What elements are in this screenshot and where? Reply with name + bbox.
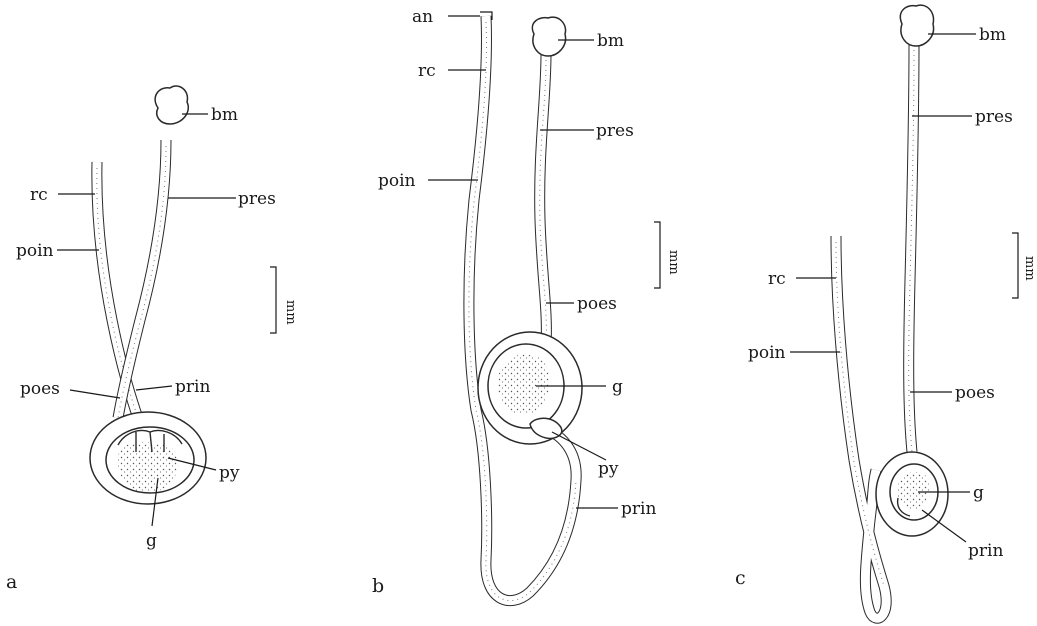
panel-a-label-rc: rc bbox=[30, 185, 48, 205]
panel-b-intestine-tube bbox=[469, 16, 576, 601]
panel-b-py-leader bbox=[552, 432, 606, 460]
panel-a-label-g: g bbox=[146, 531, 157, 551]
panel-c-label-prin: prin bbox=[968, 541, 1003, 561]
panel-b-letter: b bbox=[372, 575, 384, 597]
panel-b-label-rc: rc bbox=[418, 61, 436, 81]
panel-a-label-poin: poin bbox=[16, 241, 54, 261]
panel-b-label-bm: bm bbox=[597, 31, 624, 51]
panel-c-scale-bar bbox=[1012, 233, 1018, 298]
panel-a-label-py: py bbox=[219, 463, 240, 483]
panel-b-scale-bar bbox=[654, 222, 660, 288]
panel-a: bm rc pres poin mm poes prin py g a bbox=[6, 86, 298, 593]
panel-a-scale-bar bbox=[270, 267, 276, 333]
panel-a-label-bm: bm bbox=[211, 105, 238, 125]
panel-a-esophagus-tube bbox=[118, 140, 166, 418]
panel-c-label-pres: pres bbox=[975, 107, 1013, 127]
panel-b-esophagus-tube bbox=[540, 54, 547, 345]
panel-c-scale-label: mm bbox=[1022, 256, 1037, 281]
panel-c-buccal-mass bbox=[900, 5, 933, 46]
panel-c-letter: c bbox=[735, 567, 746, 589]
panel-b-gizzard bbox=[478, 332, 582, 444]
panel-b-buccal-mass bbox=[532, 17, 565, 56]
panel-b-label-prin: prin bbox=[621, 499, 656, 519]
panel-b-scale-label: mm bbox=[666, 250, 681, 275]
panel-a-letter: a bbox=[6, 571, 17, 593]
panel-a-label-poes: poes bbox=[20, 379, 60, 399]
panel-b-label-poin: poin bbox=[378, 171, 416, 191]
panel-a-buccal-mass bbox=[155, 86, 188, 124]
panel-c-label-rc: rc bbox=[768, 269, 786, 289]
panel-a-scale-label: mm bbox=[283, 300, 298, 325]
panel-c-intestine-tube bbox=[836, 236, 886, 618]
panel-a-prin-leader bbox=[136, 386, 172, 390]
panel-c-label-g: g bbox=[973, 483, 984, 503]
panel-b-label-py: py bbox=[598, 459, 619, 479]
panel-b-label-poes: poes bbox=[577, 294, 617, 314]
panel-c-label-bm: bm bbox=[979, 25, 1006, 45]
panel-c-gizzard bbox=[876, 452, 948, 536]
panel-a-label-prin: prin bbox=[175, 377, 210, 397]
panel-c: bm pres mm rc poin poes g prin c bbox=[735, 5, 1037, 618]
panel-b-label-g: g bbox=[612, 377, 623, 397]
panel-a-intestine-tube bbox=[97, 162, 138, 418]
panel-c-label-poin: poin bbox=[748, 343, 786, 363]
panel-a-poes-leader bbox=[70, 390, 120, 398]
panel-b-label-an: an bbox=[412, 7, 433, 27]
panel-b-label-pres: pres bbox=[596, 121, 634, 141]
panel-c-label-poes: poes bbox=[955, 383, 995, 403]
panel-a-gizzard bbox=[90, 412, 206, 504]
panel-c-esophagus-tube bbox=[909, 44, 914, 452]
panel-a-label-pres: pres bbox=[238, 189, 276, 209]
panel-b: an bm rc pres poin mm poes g py prin b bbox=[372, 7, 681, 601]
